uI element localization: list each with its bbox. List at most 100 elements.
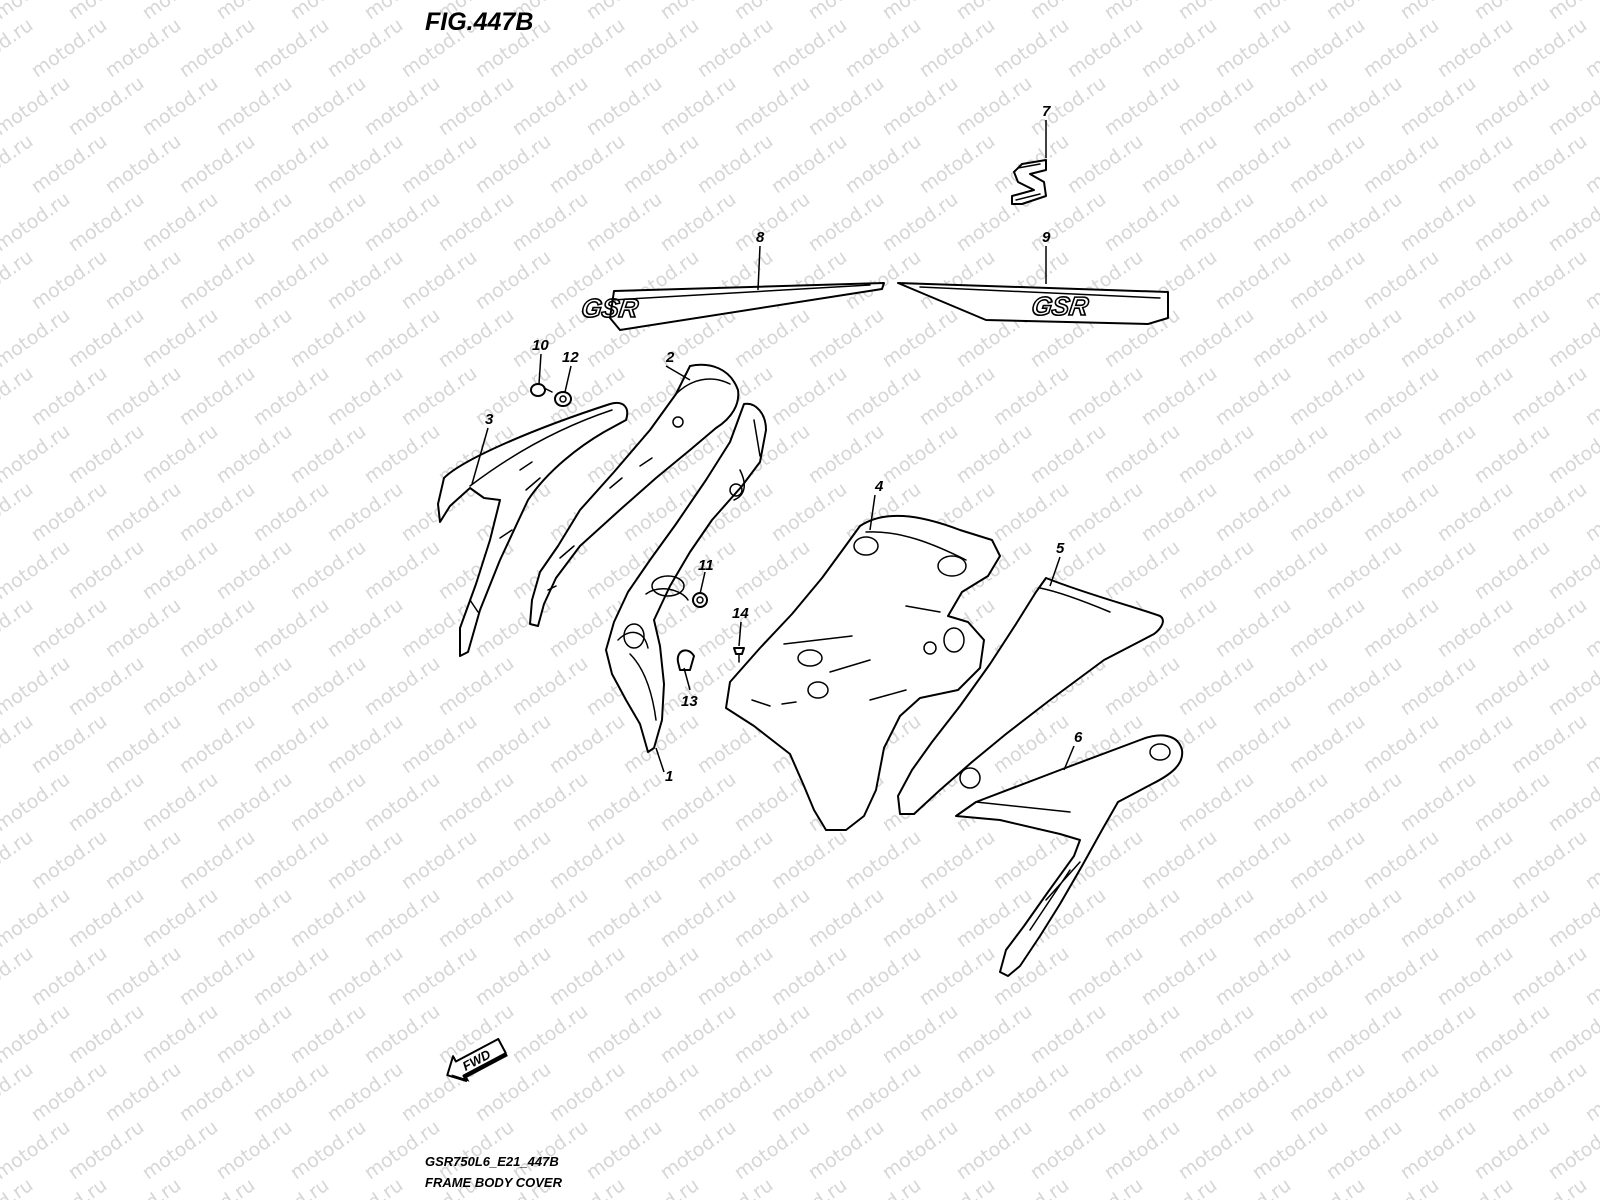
- watermark-text: motod.ru: [175, 130, 259, 198]
- watermark-text: motod.ru: [1248, 1000, 1332, 1068]
- watermark-text: motod.ru: [841, 130, 925, 198]
- watermark-text: motod.ru: [1470, 420, 1554, 488]
- watermark-text: motod.ru: [360, 652, 444, 720]
- frame-cover-5[interactable]: [897, 577, 1164, 815]
- watermark-text: motod.ru: [656, 1000, 740, 1068]
- watermark-text: motod.ru: [1359, 710, 1443, 778]
- watermark-text: motod.ru: [323, 362, 407, 430]
- watermark-text: motod.ru: [138, 1116, 222, 1184]
- watermark-text: motod.ru: [582, 0, 666, 24]
- watermark-text: motod.ru: [0, 652, 74, 720]
- emblem-part[interactable]: [1011, 159, 1047, 205]
- watermark-text: motod.ru: [101, 826, 185, 894]
- watermark-text: motod.ru: [64, 652, 148, 720]
- watermark-text: motod.ru: [804, 304, 888, 372]
- watermark-text: motod.ru: [1174, 884, 1258, 952]
- watermark-text: motod.ru: [1063, 478, 1147, 546]
- watermark-text: motod.ru: [1396, 1000, 1480, 1068]
- watermark-text: motod.ru: [1174, 536, 1258, 604]
- watermark-text: motod.ru: [360, 884, 444, 952]
- watermark-text: motod.ru: [1063, 14, 1147, 82]
- watermark-text: motod.ru: [1396, 1116, 1480, 1184]
- frame-cover-2[interactable]: [529, 363, 740, 627]
- watermark-text: motod.ru: [1433, 826, 1517, 894]
- frame-cover-3[interactable]: [437, 402, 629, 657]
- watermark-text: motod.ru: [1137, 130, 1221, 198]
- watermark-text: motod.ru: [64, 72, 148, 140]
- frame-cover-1[interactable]: [605, 402, 767, 753]
- callout-6: 6: [1074, 729, 1083, 746]
- watermark-text: motod.ru: [212, 884, 296, 952]
- watermark-text: motod.ru: [212, 652, 296, 720]
- watermark-text: motod.ru: [878, 1116, 962, 1184]
- watermark-text: motod.ru: [138, 420, 222, 488]
- watermark-text: motod.ru: [1359, 130, 1443, 198]
- watermark-text: motod.ru: [27, 246, 111, 314]
- watermark-text: motod.ru: [175, 1058, 259, 1126]
- watermark-text: motod.ru: [1248, 420, 1332, 488]
- bolt-part[interactable]: [530, 383, 553, 397]
- watermark-text: motod.ru: [1100, 420, 1184, 488]
- watermark-text: motod.ru: [841, 1174, 925, 1200]
- watermark-text: motod.ru: [730, 188, 814, 256]
- frame-cover-4[interactable]: [725, 514, 1001, 831]
- watermark-text: motod.ru: [1137, 1174, 1221, 1200]
- gsr-decal-left[interactable]: GSR: [579, 282, 885, 331]
- watermark-text: motod.ru: [249, 14, 333, 82]
- watermark-text: motod.ru: [212, 1116, 296, 1184]
- cushion-part[interactable]: [692, 592, 708, 608]
- watermark-text: motod.ru: [286, 1116, 370, 1184]
- callout-4: 4: [874, 478, 884, 495]
- watermark-text: motod.ru: [841, 14, 925, 82]
- grommet-part[interactable]: [676, 649, 695, 671]
- watermark-text: motod.ru: [323, 710, 407, 778]
- watermark-text: motod.ru: [1063, 942, 1147, 1010]
- watermark-text: motod.ru: [1507, 14, 1591, 82]
- watermark-text: motod.ru: [804, 1000, 888, 1068]
- watermark-text: motod.ru: [360, 304, 444, 372]
- watermark-text: motod.ru: [656, 72, 740, 140]
- watermark-text: motod.ru: [212, 188, 296, 256]
- watermark-text: motod.ru: [1470, 0, 1554, 24]
- watermark-text: motod.ru: [952, 72, 1036, 140]
- watermark-text: motod.ru: [508, 768, 592, 836]
- watermark-text: motod.ru: [249, 130, 333, 198]
- watermark-text: motod.ru: [1248, 1116, 1332, 1184]
- watermark-text: motod.ru: [434, 884, 518, 952]
- watermark-text: motod.ru: [1026, 1116, 1110, 1184]
- screw-part[interactable]: [733, 647, 745, 663]
- watermark-text: motod.ru: [175, 710, 259, 778]
- watermark-text: motod.ru: [101, 478, 185, 546]
- watermark-text: motod.ru: [471, 246, 555, 314]
- gsr-decal-right[interactable]: GSR: [897, 282, 1169, 325]
- gsr-logo-right: GSR: [1030, 291, 1091, 321]
- watermark-text: motod.ru: [397, 942, 481, 1010]
- watermark-text: motod.ru: [27, 14, 111, 82]
- watermark-text: motod.ru: [1100, 1116, 1184, 1184]
- watermark-text: motod.ru: [1174, 768, 1258, 836]
- watermark-text: motod.ru: [286, 884, 370, 952]
- watermark-text: motod.ru: [508, 1000, 592, 1068]
- watermark-text: motod.ru: [212, 536, 296, 604]
- watermark-text: motod.ru: [878, 1000, 962, 1068]
- callout-5: 5: [1056, 540, 1065, 557]
- watermark-text: motod.ru: [64, 1000, 148, 1068]
- watermark-text: motod.ru: [471, 826, 555, 894]
- watermark-text: motod.ru: [175, 1174, 259, 1200]
- watermark-text: motod.ru: [582, 884, 666, 952]
- frame-cover-6[interactable]: [955, 734, 1184, 977]
- callout-labels: 1 2 3 4 5 6 7 8 9 10 11 12 13 14: [485, 103, 1083, 785]
- watermark-text: motod.ru: [804, 0, 888, 24]
- watermark-text: motod.ru: [138, 884, 222, 952]
- callout-1: 1: [665, 768, 673, 785]
- watermark-text: motod.ru: [27, 826, 111, 894]
- watermark-text: motod.ru: [1433, 942, 1517, 1010]
- watermark-text: motod.ru: [1396, 536, 1480, 604]
- nut-part[interactable]: [554, 391, 572, 407]
- watermark-text: motod.ru: [434, 768, 518, 836]
- watermark-text: motod.ru: [323, 14, 407, 82]
- watermark-text: motod.ru: [545, 710, 629, 778]
- watermark-text: motod.ru: [1433, 1058, 1517, 1126]
- figure-code: GSR750L6_E21_447B: [425, 1154, 559, 1169]
